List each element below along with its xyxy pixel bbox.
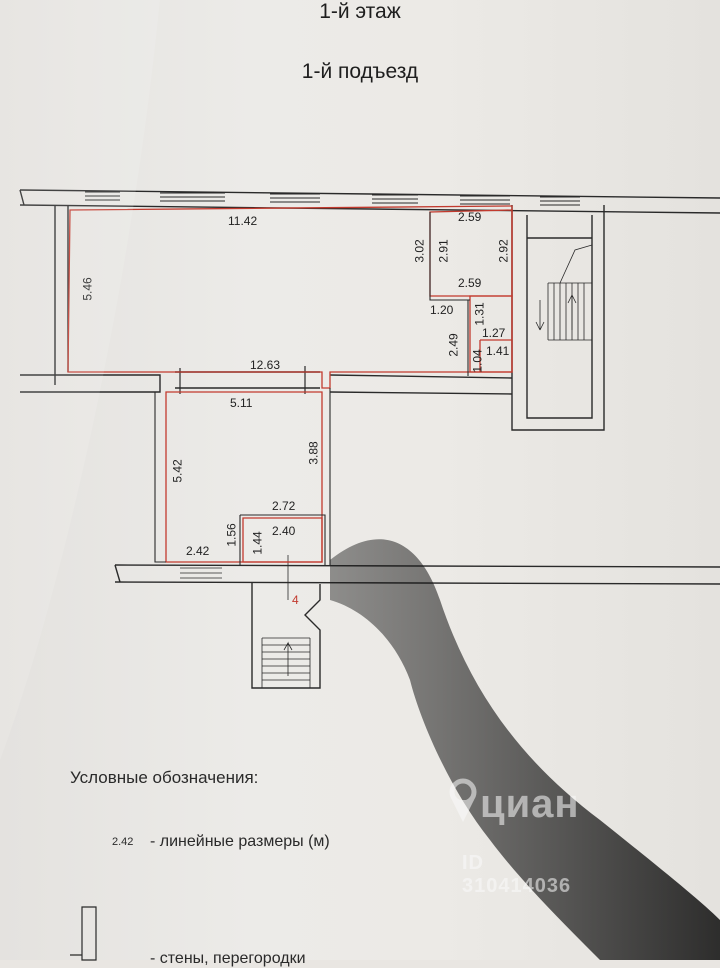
watermark-brand: циан [480,782,580,826]
entrance-number: 4 [292,593,299,607]
floor-title: 1-й этаж [319,0,401,23]
legend-linear-label: - линейные размеры (м) [150,833,330,850]
wc-outline [469,295,513,373]
dim-room-top: 2.59 [458,210,482,224]
dim-vestibule-top: 2.72 [272,499,296,513]
legend-heading: Условные обозначения: [70,768,259,787]
staircase-block [511,205,605,431]
vestibule-outline [242,517,323,563]
dim-wc-small-h: 1.04 [470,349,485,373]
dim-lower-left: 5.42 [170,459,185,483]
dim-wc-width: 1.27 [482,326,506,340]
watermark-id: ID 310414036 [462,852,572,897]
dim-room-left-inner: 2.91 [436,239,451,263]
dim-vestibule-left-inner: 1.44 [250,531,265,555]
dim-room-right: 2.92 [496,239,511,263]
entrance-title: 1-й подъезд [301,60,419,83]
stair-steps [535,244,593,341]
legend-walls-label: - стены, перегородки [150,950,306,967]
dim-hall-top: 11.42 [228,214,258,228]
top-windows [85,191,580,206]
lower-room-outline [165,391,323,563]
dim-wc-side: 1.31 [472,302,487,326]
dim-lower-right: 3.88 [306,441,321,465]
dim-wc-small-w: 1.41 [486,344,510,358]
dim-room-left-outer: 3.02 [412,239,427,263]
location-pin-icon [449,778,477,822]
hall-outline [67,205,513,389]
dim-wc-top: 1.20 [430,303,454,317]
dim-lower-bottom: 2.42 [186,544,210,558]
dim-hall-bottom: 12.63 [250,358,281,372]
dim-vestibule-left-outer: 1.56 [224,523,239,547]
dim-vestibule-inner: 2.40 [272,524,296,538]
middle-wall [20,371,513,395]
dim-hall-left: 5.46 [80,277,95,301]
dim-lower-top: 5.11 [230,396,253,410]
dim-room-bottom: 2.59 [458,276,482,290]
dim-wc-depth: 2.49 [446,333,461,357]
left-wall [19,189,69,385]
legend-sample-value: 2.42 [112,836,134,848]
legend-wall-sample [70,906,97,961]
entrance-stairs [251,582,321,689]
